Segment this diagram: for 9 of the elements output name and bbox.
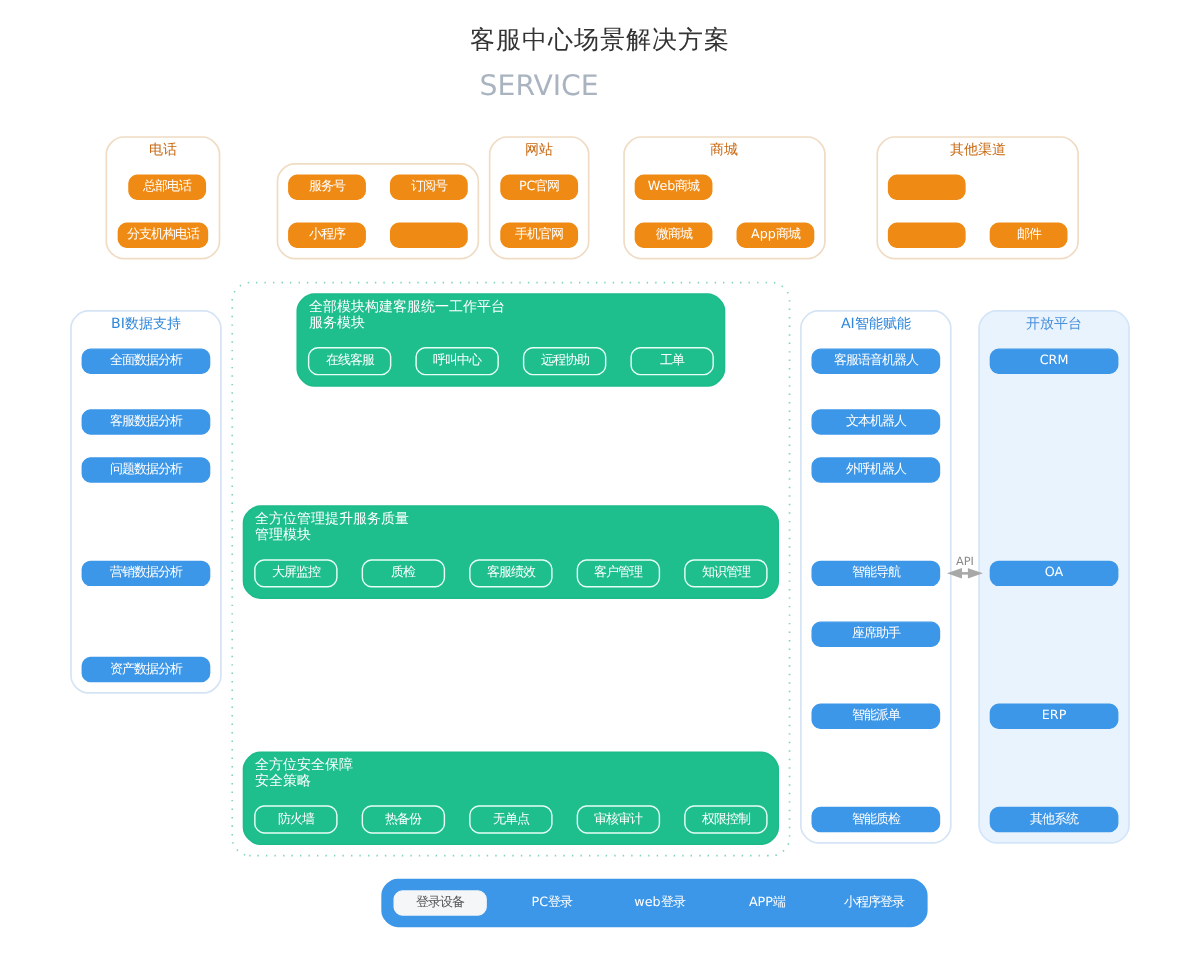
cluster xyxy=(231,281,791,857)
node-box xyxy=(887,174,966,200)
arrow xyxy=(946,568,983,579)
cluster xyxy=(381,878,928,928)
node-box xyxy=(887,222,966,248)
cluster xyxy=(276,163,480,260)
node-box xyxy=(389,222,468,248)
label: SERVICE xyxy=(479,70,599,103)
diagram-title: 客服中心场景解决方案 xyxy=(470,26,730,57)
